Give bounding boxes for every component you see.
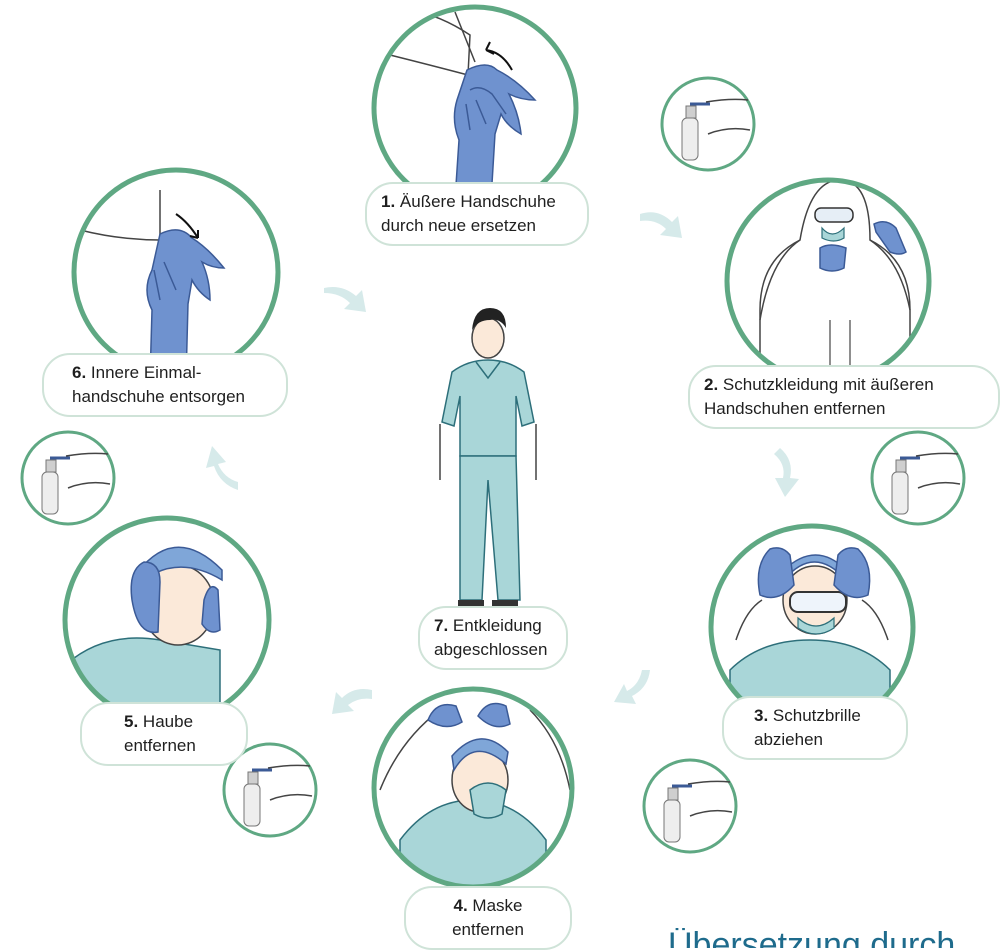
step-text: handschuhe entsorgen: [72, 387, 245, 406]
step-text: Äußere Handschuhe: [399, 192, 556, 211]
footer-caption: Übersetzung durch: [668, 928, 956, 948]
cycle-arrow-icon: [774, 448, 799, 497]
hand-sanitizer-icon: [642, 758, 738, 854]
step-text: Innere Einmal-: [90, 363, 202, 382]
step-text: durch neue ersetzen: [381, 216, 536, 235]
step-5-label: 5. Haube entfernen: [80, 702, 248, 766]
hand-sanitizer-icon: [20, 430, 116, 526]
cycle-arrow-icon: [614, 670, 650, 704]
step-1-illustration: [371, 4, 579, 212]
cycle-arrow-icon: [206, 446, 238, 490]
step-text: Schutzbrille: [772, 706, 861, 725]
step-text: Handschuhen entfernen: [704, 399, 886, 418]
hand-sanitizer-icon: [222, 742, 318, 838]
cycle-arrow-icon: [324, 287, 366, 312]
step-number: 6.: [72, 363, 87, 382]
step-text: entfernen: [452, 920, 524, 939]
step-text: entfernen: [124, 736, 196, 755]
step-4-illustration: [371, 686, 575, 890]
cycle-arrow-icon: [640, 212, 682, 238]
hand-sanitizer-icon: [870, 430, 966, 526]
step-3-label: 3. Schutzbrille abziehen: [722, 696, 908, 760]
step-7-label: 7. Entkleidung abgeschlossen: [418, 606, 568, 670]
step-6-label: 6. Innere Einmal- handschuhe entsorgen: [42, 353, 288, 417]
step-4-label: 4. Maske entfernen: [404, 886, 572, 950]
step-text: abgeschlossen: [434, 640, 548, 659]
step-number: 4.: [453, 896, 468, 915]
step-text: Schutzkleidung mit äußeren: [722, 375, 934, 394]
step-number: 5.: [124, 712, 139, 731]
step-number: 7.: [434, 616, 449, 635]
step-2-label: 2. Schutzkleidung mit äußeren Handschuhe…: [688, 365, 1000, 429]
cycle-arrow-icon: [332, 689, 372, 714]
step-number: 2.: [704, 375, 719, 394]
center-figure: [439, 308, 537, 608]
step-1-label: 1. Äußere Handschuhe durch neue ersetzen: [365, 182, 589, 246]
step-5-illustration: [62, 515, 272, 725]
step-number: 3.: [754, 706, 769, 725]
hand-sanitizer-icon: [660, 76, 756, 172]
step-text: Haube: [142, 712, 194, 731]
step-text: Maske: [472, 896, 523, 915]
sanitizer-stations: [20, 76, 966, 854]
step-6-illustration: [71, 167, 281, 377]
step-text: Entkleidung: [452, 616, 542, 635]
step-number: 1.: [381, 192, 396, 211]
step-text: abziehen: [754, 730, 824, 749]
step-2-illustration: [724, 177, 932, 385]
cycle-arrows: [206, 212, 799, 714]
